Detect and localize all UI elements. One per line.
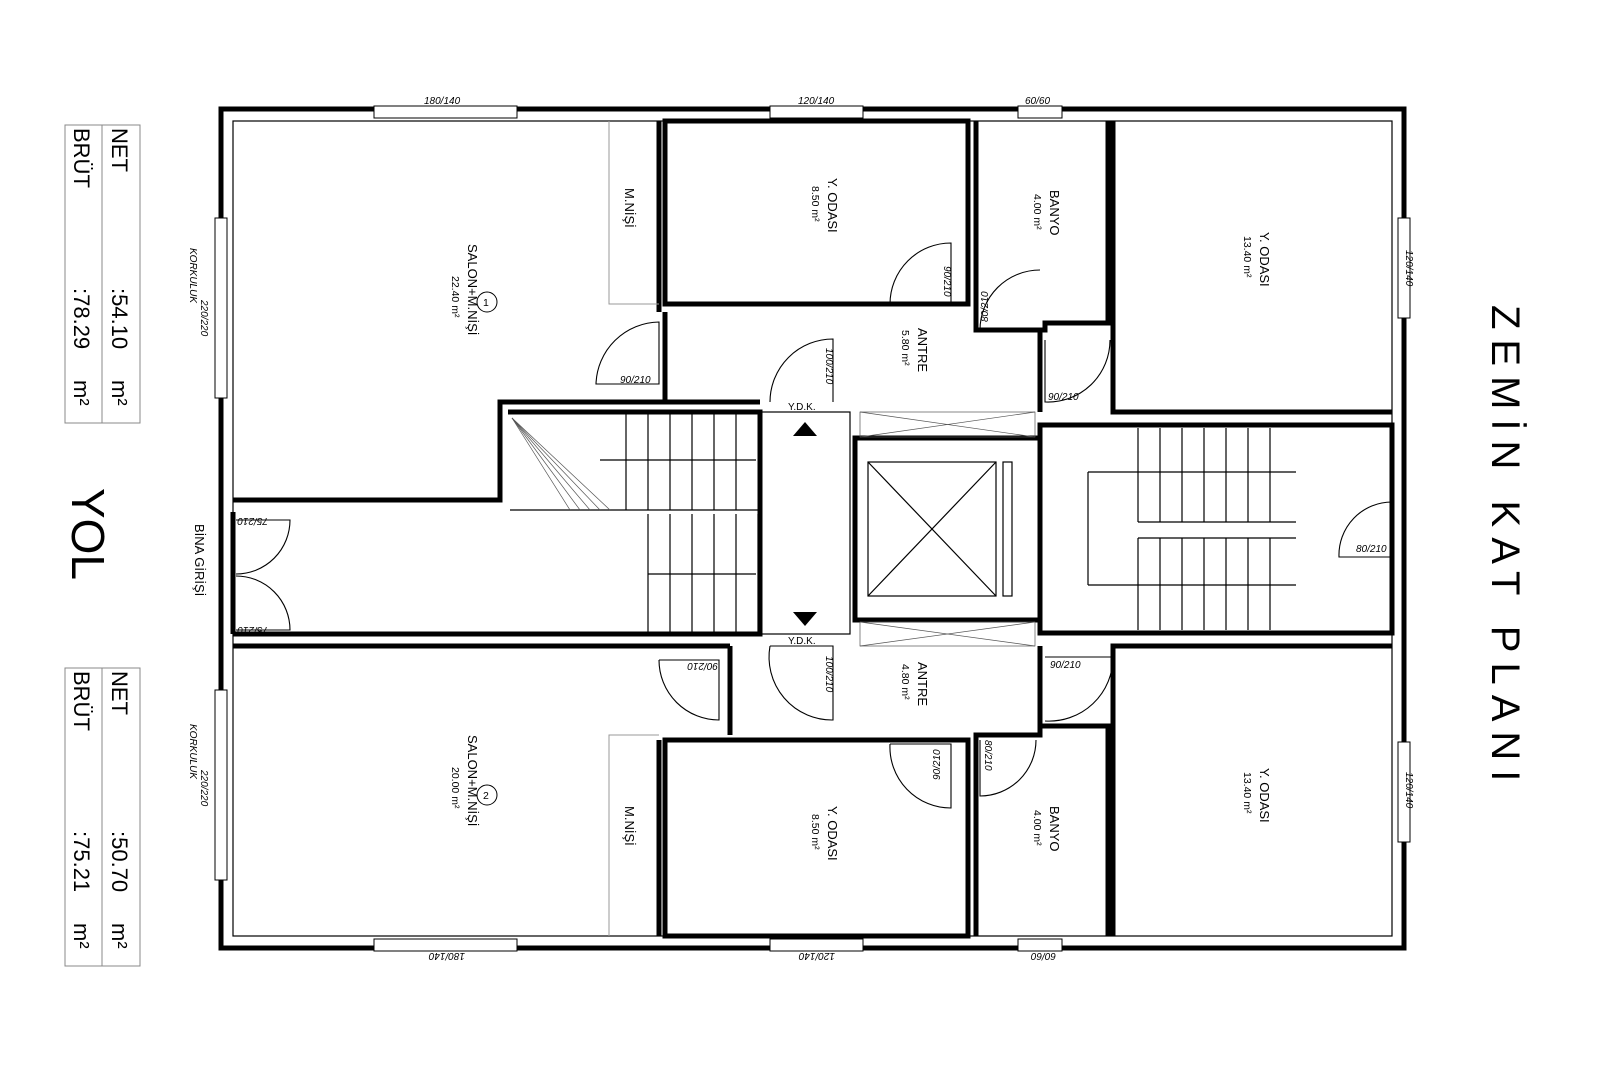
unit2-area-box: NET :50.70 m² BRÜT :75.21 m²	[64, 667, 141, 967]
dim-win-bath-bottom: 60/60	[1031, 950, 1056, 961]
unit1-bedroom-large-area: 13.40 m²	[1241, 236, 1253, 278]
ydk-label-2: Y.D.K.	[788, 636, 816, 647]
unit2-niche-name: M.NİŞİ	[622, 806, 637, 846]
unit1-salon-area: 22.40 m²	[449, 276, 461, 318]
unit1-net-unit: m²	[107, 380, 132, 406]
entrance-label: BİNA GİRİŞİ	[192, 524, 207, 596]
unit2-gross-unit: m²	[69, 923, 94, 949]
ydk-label-1: Y.D.K.	[788, 402, 816, 413]
road-label: YOL	[62, 488, 114, 580]
unit2-salon-name: SALON+M.NİŞİ	[465, 735, 480, 826]
dim-door-entry-1: 100/210	[823, 348, 834, 385]
unit1-gross-value: :78.29	[69, 288, 94, 349]
svg-text:1: 1	[483, 297, 489, 309]
stair-winder	[511, 417, 571, 511]
dim-door-building-2: 75/210	[237, 624, 268, 635]
corridor-hatch	[859, 411, 1036, 647]
dim-win-bath-top: 60/60	[1025, 96, 1050, 107]
unit1-salon-name: SALON+M.NİŞİ	[465, 244, 480, 335]
dim-door-bed-1: 90/210	[941, 266, 952, 297]
unit2-walls	[233, 643, 1392, 939]
stair-right	[1087, 428, 1296, 630]
dim-win-salon-side-2: 220/220	[198, 769, 209, 807]
unit2-number-badge: 2	[476, 784, 498, 806]
unit2-hall-name: ANTRE	[915, 662, 930, 706]
unit2-net-label: NET	[107, 671, 132, 715]
unit2-gross-label: BRÜT	[69, 671, 94, 731]
unit2-salon-area: 20.00 m²	[449, 767, 461, 809]
unit2-railing-label: KORKULUK	[187, 724, 198, 780]
dim-win-salon-side-1: 220/220	[198, 299, 209, 337]
dim-door-bed-large-1: 90/210	[1048, 392, 1079, 403]
dim-win-bed-top: 120/140	[798, 96, 835, 107]
unit1-niche-name: M.NİŞİ	[622, 188, 637, 228]
unit1-bathroom-name: BANYO	[1047, 190, 1062, 236]
unit2-net-value: :50.70	[107, 831, 132, 892]
unit1-labels: SALON+M.NİŞİ 22.40 m² 1 M.NİŞİ Y. ODASI …	[187, 178, 1272, 372]
dim-win-salon-bottom: 180/140	[428, 950, 465, 961]
dimension-labels: 180/140 120/140 60/60 220/220 220/220 12…	[198, 96, 1414, 961]
dim-win-salon-top: 180/140	[424, 96, 461, 107]
unit1-gross-label: BRÜT	[69, 128, 94, 188]
unit2-bedroom-small-name: Y. ODASI	[825, 806, 840, 861]
unit1-bedroom-large-name: Y. ODASI	[1257, 232, 1272, 287]
unit1-gross-unit: m²	[69, 380, 94, 406]
unit2-bathroom-name: BANYO	[1047, 806, 1062, 852]
up-arrow-icon	[793, 422, 817, 436]
unit1-net-label: NET	[107, 128, 132, 172]
windows	[214, 105, 1411, 952]
dim-win-bed-bottom: 120/140	[798, 950, 835, 961]
svg-text:2: 2	[483, 790, 489, 802]
unit2-bedroom-small-area: 8.50 m²	[809, 814, 821, 850]
unit2-gross-value: :75.21	[69, 831, 94, 892]
unit2-bedroom-large-area: 13.40 m²	[1241, 772, 1253, 814]
unit1-hall-area: 5.80 m²	[899, 330, 911, 366]
dim-win-bed-right-1: 120/140	[1403, 250, 1414, 287]
stair-winder	[511, 417, 581, 511]
building-core	[230, 409, 1395, 637]
dim-door-bath-2: 80/210	[982, 740, 993, 771]
dim-door-entry-2: 100/210	[823, 656, 834, 693]
dim-door-salon-1: 90/210	[620, 375, 651, 386]
unit1-railing-label: KORKULUK	[187, 248, 198, 304]
dim-door-building-1: 75/210	[237, 515, 268, 526]
doors	[235, 242, 1393, 809]
unit1-hall-name: ANTRE	[915, 328, 930, 372]
unit2-net-unit: m²	[107, 923, 132, 949]
unit1-walls	[233, 118, 1392, 503]
unit1-number-badge: 1	[476, 291, 498, 313]
dim-win-bed-right-2: 120/140	[1403, 772, 1414, 809]
unit1-net-value: :54.10	[107, 288, 132, 349]
stair-winder	[511, 417, 591, 511]
unit1-area-box: NET :54.10 m² BRÜT :78.29 m²	[64, 124, 141, 424]
dim-door-stair-right: 80/210	[1356, 544, 1387, 555]
stair-winder	[511, 417, 601, 511]
dim-door-bath-1: 80/210	[980, 291, 991, 322]
stair-left	[510, 414, 760, 632]
unit1-bedroom-small-area: 8.50 m²	[809, 186, 821, 222]
niche-lines	[608, 121, 659, 936]
dim-door-salon-2: 90/210	[687, 660, 718, 671]
dim-door-bed-large-2: 90/210	[1050, 660, 1081, 671]
unit1-bathroom-area: 4.00 m²	[1031, 194, 1043, 230]
unit2-hall-area: 4.80 m²	[899, 664, 911, 700]
unit1-bedroom-small-name: Y. ODASI	[825, 178, 840, 233]
dim-door-bed-2: 90/210	[932, 749, 943, 780]
unit2-bedroom-large-name: Y. ODASI	[1257, 768, 1272, 823]
unit2-labels: SALON+M.NİŞİ 20.00 m² 2 M.NİŞİ Y. ODASI …	[187, 662, 1272, 861]
stair-winder	[511, 417, 611, 511]
unit2-bathroom-area: 4.00 m²	[1031, 810, 1043, 846]
down-arrow-icon	[793, 612, 817, 626]
plan-title: ZEMİN KAT PLANI	[1483, 305, 1528, 791]
